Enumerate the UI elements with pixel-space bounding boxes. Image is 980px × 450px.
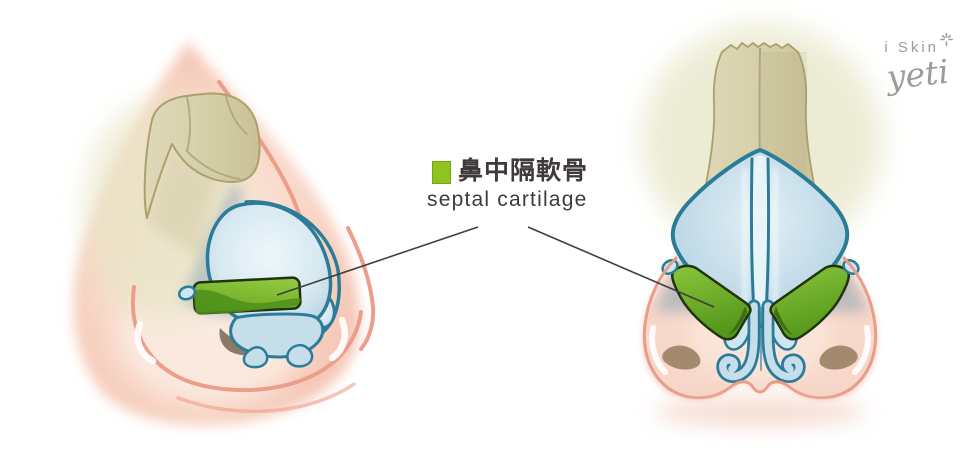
side-nasal-bone bbox=[143, 92, 261, 219]
side-ala-crease bbox=[131, 285, 363, 393]
front-highlight-right bbox=[852, 325, 871, 375]
front-wing-shade-left bbox=[728, 306, 747, 335]
side-bottom-crease bbox=[176, 382, 356, 414]
front-septum-line-right bbox=[764, 157, 771, 314]
bone-lower-line bbox=[186, 150, 241, 180]
bone-ridge-line bbox=[186, 96, 191, 152]
bone-upper-line bbox=[225, 95, 248, 135]
front-bottom-shadow bbox=[655, 397, 865, 427]
legend-term-en: septal cartilage bbox=[427, 187, 588, 211]
legend-term-zh: 鼻中隔軟骨 bbox=[458, 156, 589, 185]
front-nostril-left bbox=[662, 345, 701, 370]
front-skin-outline bbox=[642, 256, 878, 400]
side-alar-curl-right bbox=[286, 344, 314, 368]
front-septal-cartilage-left bbox=[671, 264, 752, 341]
front-septum-line-left bbox=[749, 157, 756, 314]
front-medial-crus-right bbox=[764, 302, 803, 381]
pointer-line-right bbox=[527, 226, 715, 308]
front-septum-band bbox=[751, 155, 769, 312]
front-wing-shade-right bbox=[774, 306, 793, 335]
front-view-figure bbox=[642, 25, 882, 427]
brand-name: i Skin bbox=[884, 39, 939, 56]
front-kite-sheen-right bbox=[772, 168, 778, 308]
legend-color-swatch bbox=[432, 161, 451, 184]
brand-script: yeti bbox=[885, 51, 951, 97]
legend: 鼻中隔軟骨 septal cartilage bbox=[427, 157, 588, 212]
side-alar-curl-left bbox=[242, 346, 269, 369]
side-sesamoid-cartilage bbox=[177, 285, 197, 301]
side-highlight-right bbox=[328, 316, 348, 362]
pointer-line-left bbox=[276, 226, 479, 296]
front-medial-crus-left bbox=[719, 302, 758, 381]
brand-logo: i Skin yeti bbox=[884, 33, 953, 97]
front-highlight-left bbox=[649, 325, 668, 375]
side-cheek-crease bbox=[346, 226, 376, 351]
side-view-figure bbox=[73, 42, 376, 426]
side-highlight-left bbox=[134, 320, 157, 365]
sparkle-icon bbox=[940, 33, 953, 51]
front-kite-sheen-left bbox=[742, 168, 748, 308]
front-nostril-right bbox=[819, 345, 858, 370]
front-septal-cartilage-right bbox=[769, 264, 850, 341]
